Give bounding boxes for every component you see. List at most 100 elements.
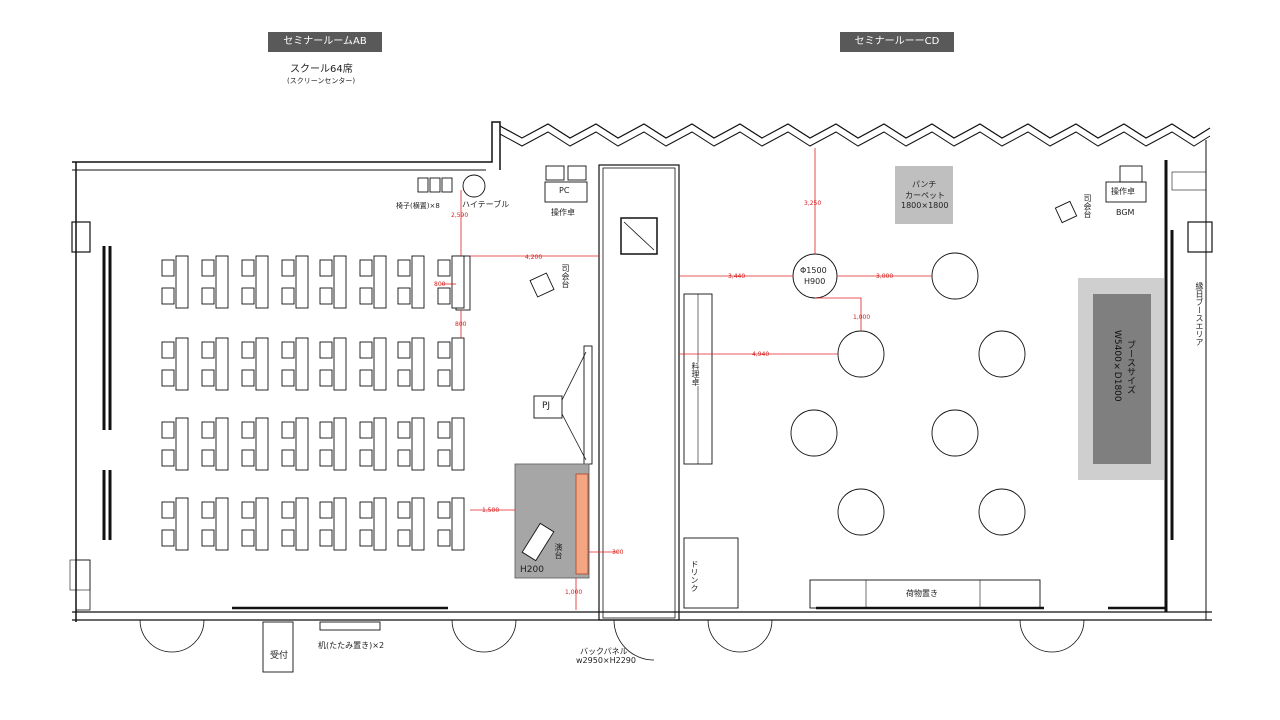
- seat-chair: [437, 501, 451, 519]
- seat-chair: [397, 341, 411, 359]
- seat-chair: [359, 287, 373, 305]
- monitor: [567, 165, 587, 181]
- seat-chair: [201, 529, 215, 547]
- round-table: [978, 488, 1026, 536]
- seat-chair: [161, 341, 175, 359]
- seat-desk: [333, 255, 347, 309]
- seat-chair: [319, 369, 333, 387]
- seat-chair: [359, 421, 373, 439]
- seat-desk: [295, 497, 309, 551]
- door-cd-2: [1019, 619, 1085, 653]
- carpet-label: パンチ: [912, 180, 937, 189]
- seat-desk: [451, 255, 465, 309]
- seat-chair: [437, 369, 451, 387]
- seat-chair: [359, 449, 373, 467]
- pillar-east: [1187, 221, 1213, 253]
- seat-desk: [255, 337, 269, 391]
- seat-chair: [281, 529, 295, 547]
- door-ab-2: [451, 619, 517, 653]
- seat-chair: [161, 421, 175, 439]
- seat-chair: [319, 259, 333, 277]
- seat-desk: [333, 337, 347, 391]
- punch-carpet: [895, 166, 953, 224]
- seat-chair: [281, 449, 295, 467]
- dim-4200: 4,200: [525, 254, 543, 261]
- seat-desk: [215, 497, 229, 551]
- monitor: [545, 165, 565, 181]
- partition-wall: [598, 164, 680, 621]
- seat-desk: [451, 497, 465, 551]
- seat-chair: [359, 501, 373, 519]
- podium-label: 演台: [554, 543, 563, 559]
- seat-desk: [373, 337, 387, 391]
- seat-desk: [215, 255, 229, 309]
- drink-counter: [683, 537, 739, 609]
- seat-chair: [359, 529, 373, 547]
- seat-chair: [161, 501, 175, 519]
- south-wall: [72, 611, 1212, 621]
- seat-chair: [319, 501, 333, 519]
- room-ab-tag: セミナールームAB: [268, 32, 382, 52]
- seat-chair: [201, 287, 215, 305]
- high-table-label: ハイテーブル: [462, 200, 510, 209]
- reception-desk: [262, 621, 294, 673]
- seat-chair: [437, 529, 451, 547]
- pillar-west: [71, 221, 91, 253]
- projector: [533, 395, 563, 419]
- seat-desk: [451, 337, 465, 391]
- seat-desk: [175, 255, 189, 309]
- seat-chair: [319, 341, 333, 359]
- luggage-area: [809, 579, 1041, 609]
- round-table: [837, 488, 885, 536]
- pillar: [620, 217, 658, 255]
- seat-chair: [319, 287, 333, 305]
- high-table: [462, 174, 486, 198]
- seat-chair: [397, 259, 411, 277]
- seat-chair: [201, 341, 215, 359]
- round-table: [790, 409, 838, 457]
- seat-desk: [411, 417, 425, 471]
- screen: [583, 345, 593, 465]
- round-table-height: H900: [804, 277, 826, 286]
- dim-3250: 3,250: [804, 200, 822, 207]
- seat-desk: [451, 417, 465, 471]
- dim-300: 300: [612, 549, 624, 556]
- walls: [71, 121, 1213, 661]
- door-cd-1: [707, 619, 773, 653]
- carpet-size: 1800×1800: [901, 201, 949, 210]
- seat-desk: [175, 337, 189, 391]
- seat-chair: [281, 421, 295, 439]
- console-ab: [544, 181, 588, 203]
- seat-chair: [201, 369, 215, 387]
- dim-4940: 4,940: [752, 351, 770, 358]
- seat-chair: [437, 341, 451, 359]
- seat-chair: [359, 259, 373, 277]
- side-chair: [429, 177, 441, 193]
- seat-chair: [281, 259, 295, 277]
- folding-desks-label: 机(たたみ置き)×2: [318, 641, 385, 650]
- booth-area-label: 縁日ブースエリア: [1195, 282, 1204, 346]
- seat-chair: [437, 259, 451, 277]
- seat-chair: [281, 369, 295, 387]
- seat-desk: [215, 337, 229, 391]
- zigzag-wall: [499, 123, 1211, 139]
- booth-dims-label: W5400×D1800: [1112, 330, 1122, 402]
- seat-chair: [397, 287, 411, 305]
- mc-stand-ab: [529, 272, 555, 298]
- seat-chair: [281, 287, 295, 305]
- seat-desk: [295, 255, 309, 309]
- seat-chair: [201, 259, 215, 277]
- dim-800-a: 800: [434, 281, 446, 288]
- north-wall-ab: [72, 121, 501, 170]
- seat-chair: [161, 259, 175, 277]
- seat-chair: [397, 501, 411, 519]
- round-table: [931, 409, 979, 457]
- podium: [521, 522, 555, 562]
- seat-chair: [437, 287, 451, 305]
- dimension-lines: [441, 148, 932, 610]
- round-table-size: Φ1500: [800, 266, 827, 275]
- seat-chair: [437, 449, 451, 467]
- seat-chair: [241, 287, 255, 305]
- seat-chair: [241, 449, 255, 467]
- seat-chair: [319, 449, 333, 467]
